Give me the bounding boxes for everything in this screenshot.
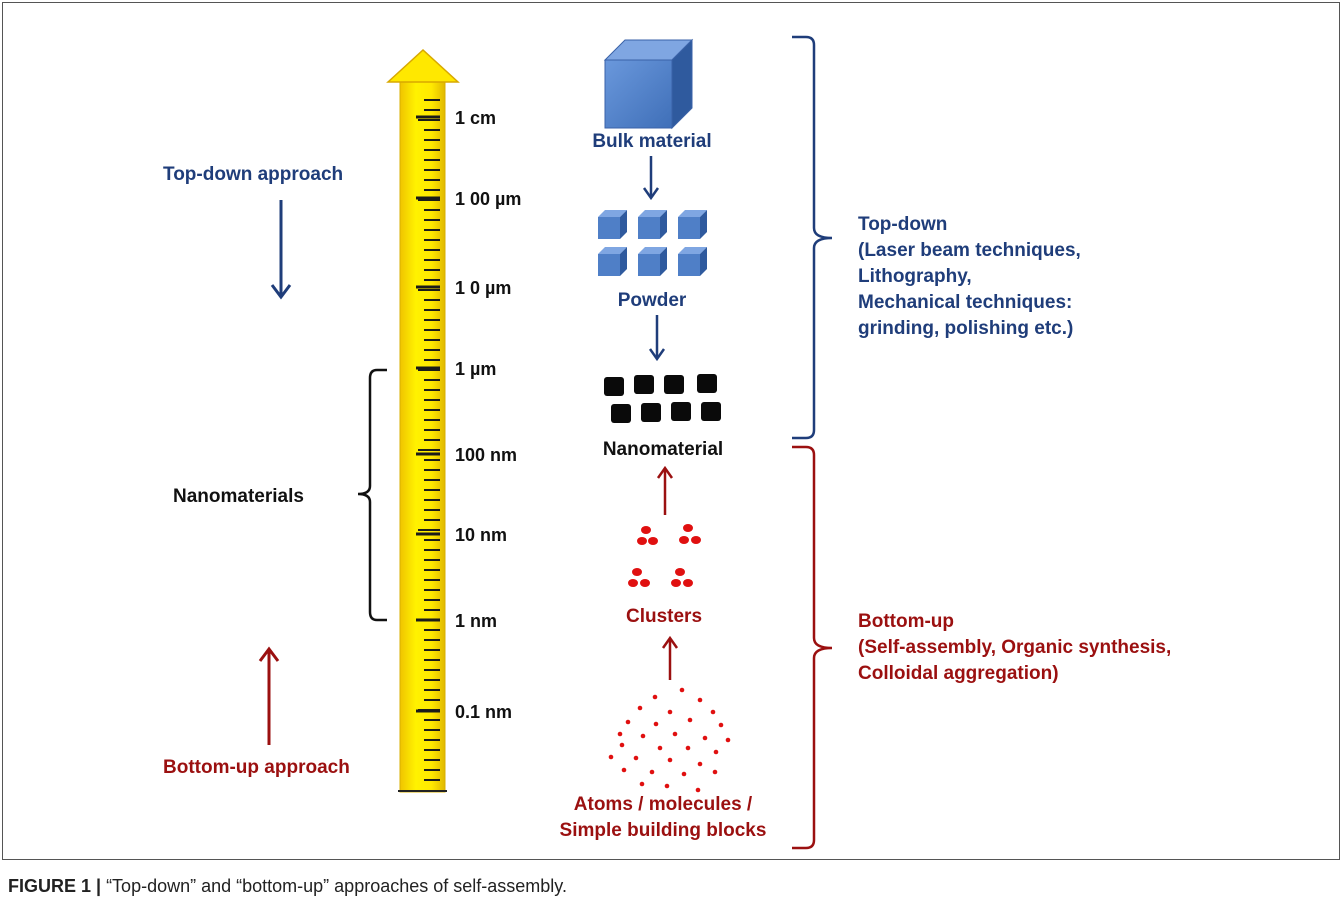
atom-dot xyxy=(685,745,691,751)
top-down-line-3: Mechanical techniques: xyxy=(858,292,1072,313)
bottom-up-arrow-icon xyxy=(258,646,280,745)
scale-label-1cm: 1 cm xyxy=(455,108,496,128)
top-down-bracket xyxy=(792,35,833,440)
caption-text: “Top-down” and “bottom-up” approaches of… xyxy=(101,876,567,896)
atom-dot xyxy=(713,749,719,755)
ruler-arrow-head-icon xyxy=(386,48,460,83)
caption-label: FIGURE 1 | xyxy=(8,876,102,896)
atom-dot xyxy=(702,735,708,741)
atom-dot xyxy=(697,697,703,703)
powder-cube-side xyxy=(700,210,707,239)
top-down-line-4: grinding, polishing etc.) xyxy=(858,318,1073,339)
powder-cubes-icon xyxy=(598,210,707,276)
atom-dot xyxy=(619,742,625,748)
atom-dot xyxy=(712,769,718,775)
atom-dot xyxy=(695,787,701,793)
atom-dot xyxy=(681,771,687,777)
atom-dot xyxy=(633,755,639,761)
atom-dot xyxy=(649,769,655,775)
atom-dot xyxy=(657,745,663,751)
bottom-up-line-1: (Self-assembly, Organic synthesis, xyxy=(858,637,1171,658)
powder-cube-front xyxy=(678,217,700,239)
powder-cube-side xyxy=(660,210,667,239)
figure-caption: FIGURE 1 | “Top-down” and “bottom-up” ap… xyxy=(8,876,567,897)
atom-dot xyxy=(697,761,703,767)
atom-dot xyxy=(718,722,724,728)
nanomaterial-label: Nanomaterial xyxy=(603,439,723,460)
powder-label: Powder xyxy=(618,290,687,311)
scale-labels: 1 cm 1 00 µm 1 0 µm 1 µm 100 nm 10 nm 1 … xyxy=(455,108,521,722)
scale-ruler xyxy=(386,48,460,793)
atoms-label-line1: Atoms / molecules / xyxy=(574,794,753,815)
bottom-up-line-2: Colloidal aggregation) xyxy=(858,663,1059,684)
scale-label-10um: 1 0 µm xyxy=(455,278,511,298)
scale-label-0.1nm: 0.1 nm xyxy=(455,702,512,722)
bottom-up-title: Bottom-up xyxy=(858,611,954,632)
powder-cube-top xyxy=(678,210,707,217)
atom-dot xyxy=(652,694,658,700)
atom-dot xyxy=(667,709,673,715)
powder-cube-side xyxy=(660,247,667,276)
diagram: Top-down approach Nanomaterials Bottom-u… xyxy=(163,35,1171,850)
figure-frame xyxy=(2,2,1340,860)
powder-cube-front xyxy=(638,254,660,276)
atoms-dots-icon xyxy=(608,687,731,793)
atom-dot xyxy=(640,733,646,739)
atom-dot xyxy=(664,783,670,789)
atom-dot xyxy=(725,737,731,743)
arrow-bulk-to-powder-icon xyxy=(642,156,660,201)
atom-dot xyxy=(667,757,673,763)
scale-label-100nm: 100 nm xyxy=(455,445,517,465)
atom-dot xyxy=(637,705,643,711)
top-down-line-1: (Laser beam techniques, xyxy=(858,240,1081,261)
atom-dot xyxy=(608,754,614,760)
scale-label-100um: 1 00 µm xyxy=(455,189,521,209)
bottom-up-description: Bottom-up (Self-assembly, Organic synthe… xyxy=(858,611,1171,684)
powder-cube-top xyxy=(678,247,707,254)
powder-cube-top xyxy=(638,247,667,254)
scale-label-10nm: 10 nm xyxy=(455,525,507,545)
clusters-icon xyxy=(628,524,701,587)
nanomaterials-label: Nanomaterials xyxy=(173,486,304,507)
nanomaterials-bracket xyxy=(357,368,387,622)
arrow-atoms-to-clusters-icon xyxy=(661,635,679,680)
scale-label-1um: 1 µm xyxy=(455,359,496,379)
powder-cube-front xyxy=(678,254,700,276)
powder-cube-top xyxy=(598,210,627,217)
atom-dot xyxy=(617,731,623,737)
powder-cube-top xyxy=(638,210,667,217)
arrow-powder-to-nano-icon xyxy=(648,315,666,362)
top-down-arrow-icon xyxy=(270,200,292,300)
atoms-label-line2: Simple building blocks xyxy=(560,820,767,841)
atom-dot xyxy=(653,721,659,727)
atom-dot xyxy=(621,767,627,773)
bottom-up-bracket xyxy=(792,445,833,850)
top-down-approach-label: Top-down approach xyxy=(163,164,343,185)
bulk-material-label: Bulk material xyxy=(592,131,711,152)
atom-dot xyxy=(679,687,685,693)
powder-cube-side xyxy=(620,247,627,276)
atom-dot xyxy=(639,781,645,787)
powder-cube-side xyxy=(620,210,627,239)
arrow-clusters-to-nano-icon xyxy=(656,465,674,515)
powder-cube-front xyxy=(638,217,660,239)
bulk-cube-icon xyxy=(603,38,694,130)
atom-dot xyxy=(687,717,693,723)
scale-label-1nm: 1 nm xyxy=(455,611,497,631)
nanomaterial-squares-icon xyxy=(604,374,721,423)
bottom-up-approach-label: Bottom-up approach xyxy=(163,757,350,778)
powder-cube-front xyxy=(598,254,620,276)
powder-cube-front xyxy=(598,217,620,239)
clusters-label: Clusters xyxy=(626,606,702,627)
atom-dot xyxy=(672,731,678,737)
powder-cube-top xyxy=(598,247,627,254)
atom-dot xyxy=(625,719,631,725)
powder-cube-side xyxy=(700,247,707,276)
top-down-description: Top-down (Laser beam techniques, Lithogr… xyxy=(858,214,1081,339)
top-down-line-2: Lithography, xyxy=(858,266,972,287)
top-down-title: Top-down xyxy=(858,214,947,235)
atom-dot xyxy=(710,709,716,715)
